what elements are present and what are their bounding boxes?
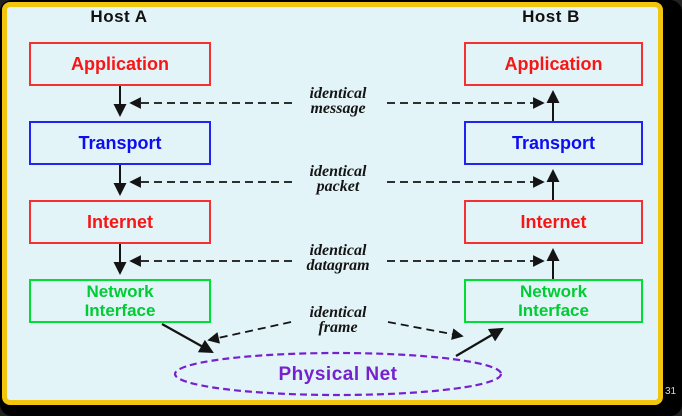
host-a-layer-network-interface: Network Interface: [29, 279, 211, 323]
link-label-frame: identical frame: [309, 304, 367, 336]
link-line-frame: [207, 321, 464, 344]
host-a-layer-transport: Transport: [29, 121, 211, 165]
physical-net-to-host-b-arrow: [455, 327, 504, 357]
physical-net-label: Physical Net: [278, 364, 398, 385]
link-label-message: identical message: [309, 85, 367, 117]
physical-net-ellipse: [173, 351, 503, 397]
slide-number: 31: [665, 386, 677, 397]
host-a-to-physical-net-arrow: [161, 323, 214, 354]
host-b-layer-transport: Transport: [464, 121, 643, 165]
host-a-title: Host A: [90, 7, 148, 26]
link-label-packet: identical packet: [309, 163, 367, 195]
host-b-title: Host B: [522, 7, 580, 26]
link-label-datagram: identical datagram: [306, 242, 370, 274]
host-a-layer-internet: Internet: [29, 200, 211, 244]
diagram-canvas: [2, 2, 663, 405]
host-b-layer-network-interface: Network Interface: [464, 279, 643, 323]
host-b-layer-internet: Internet: [464, 200, 643, 244]
host-b-layer-application: Application: [464, 42, 643, 86]
host-a-layer-application: Application: [29, 42, 211, 86]
